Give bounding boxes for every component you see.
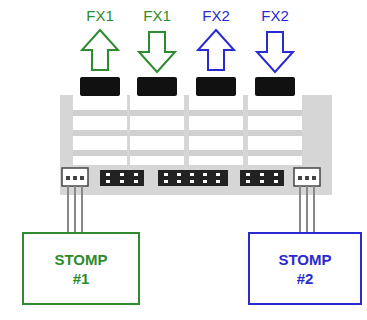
switch-columns: [73, 77, 302, 165]
stomp-box: STOMP #1: [22, 232, 140, 305]
board-connectors: [62, 168, 320, 186]
effect-label: FX1: [70, 7, 130, 25]
effect-label: FX1: [127, 7, 187, 25]
stomp-label: STOMP #2: [274, 250, 336, 288]
direction-arrows: [82, 30, 293, 72]
effect-label: FX2: [245, 7, 305, 25]
effect-label: FX2: [186, 7, 246, 25]
stomp-box: STOMP #2: [248, 232, 362, 305]
wire-bundle: [68, 186, 314, 233]
switch-block: [60, 95, 332, 195]
stomp-label: STOMP #1: [50, 250, 112, 288]
